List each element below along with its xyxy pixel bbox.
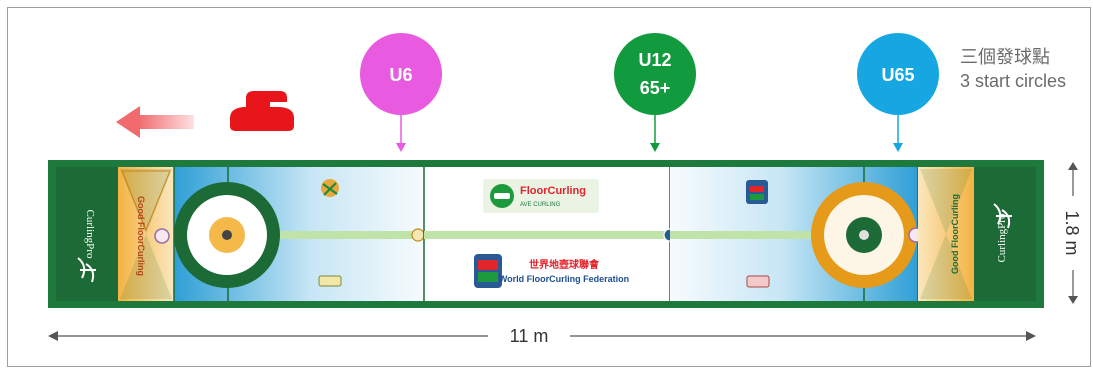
length-label: 11 m bbox=[510, 326, 549, 346]
diagram-frame: U6 U12 65+ U65 三個發球點 3 start circles Cur… bbox=[7, 7, 1091, 367]
right-triangle-label: Good FloorCurling bbox=[950, 194, 960, 274]
direction-arrow bbox=[116, 106, 194, 138]
u12-marker-sublabel: 65+ bbox=[640, 78, 671, 98]
curling-stone-icon bbox=[230, 91, 294, 131]
center-logo-text: FloorCurling bbox=[520, 185, 586, 197]
federation-logo: 世界地壺球聯會 World FloorCurling Federation bbox=[474, 254, 629, 288]
left-start-marker-icon bbox=[154, 228, 170, 244]
u12-marker-circle bbox=[614, 33, 696, 115]
left-triangle-label: Good FloorCurling bbox=[136, 196, 146, 276]
u65-marker-label: U65 bbox=[881, 65, 914, 85]
left-bottom-sticker-icon bbox=[318, 275, 342, 287]
u12-marker-label: U12 bbox=[638, 50, 671, 70]
u6-marker-label: U6 bbox=[389, 65, 412, 85]
u65-marker-circle bbox=[857, 33, 939, 115]
right-top-sticker-icon bbox=[746, 180, 768, 204]
width-label: 1.8 m bbox=[1062, 210, 1082, 255]
curling-mat-diagram: U6 U12 65+ U65 三個發球點 3 start circles Cur… bbox=[48, 33, 1082, 346]
left-top-sticker-icon bbox=[321, 179, 339, 197]
length-dimension: 11 m bbox=[48, 326, 1036, 346]
left-end-panel bbox=[56, 167, 118, 301]
width-dimension: 1.8 m bbox=[1062, 162, 1082, 304]
start-marker-u65: U65 bbox=[857, 33, 939, 152]
right-end-panel bbox=[974, 167, 1036, 301]
u6-start-circle bbox=[411, 228, 425, 242]
right-brand-label: CurlingPro bbox=[996, 213, 1008, 262]
right-brand-logo-icon bbox=[993, 203, 1012, 229]
center-floorcurling-logo: FloorCurling AVE CURLING bbox=[483, 179, 599, 213]
right-bottom-sticker-icon bbox=[746, 275, 770, 288]
start-marker-u12: U12 65+ bbox=[614, 33, 696, 152]
center-logo-small-text: AVE CURLING bbox=[520, 202, 561, 208]
left-brand-label: CurlingPro bbox=[84, 210, 96, 259]
start-marker-u6: U6 bbox=[360, 33, 442, 152]
federation-english-name: World FloorCurling Federation bbox=[499, 274, 629, 284]
floorcurling-mat: CurlingPro Good FloorCurling bbox=[48, 160, 1044, 308]
u6-marker-circle bbox=[360, 33, 442, 115]
federation-chinese-name: 世界地壺球聯會 bbox=[529, 258, 600, 271]
legend-chinese: 三個發球點 bbox=[960, 47, 1050, 67]
left-brand-logo-icon bbox=[77, 257, 96, 283]
legend-english: 3 start circles bbox=[960, 71, 1066, 91]
